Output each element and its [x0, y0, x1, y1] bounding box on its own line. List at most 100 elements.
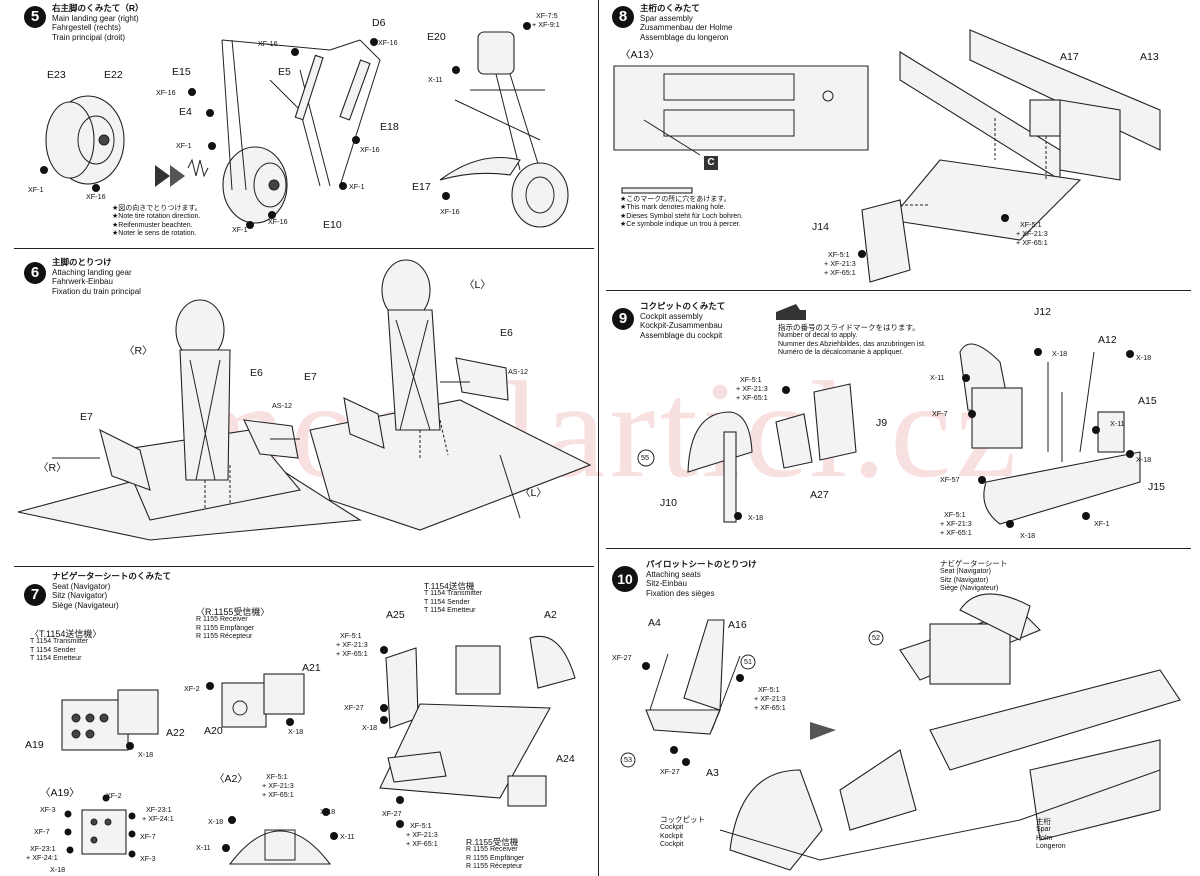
step5-note-fr: ★Noter le sens de rotation.: [112, 230, 197, 238]
label-a27: A27: [810, 489, 829, 501]
cockpit-fr: Cockpit: [660, 841, 684, 849]
paint-xf21-9b: + XF-21:3: [940, 519, 972, 528]
part-j10-panel: [687, 411, 753, 473]
paint-xf1-c: XF-1: [349, 182, 365, 191]
part-a3-seatpan: [645, 709, 721, 735]
step5-title-jp: 右主脚のくみたて（R）: [52, 3, 144, 13]
paint-x18-f: X-18: [320, 807, 336, 816]
paint-xf21-9a: + XF-21:3: [736, 384, 768, 393]
paint-xf21-a: + XF-21:3: [336, 640, 368, 649]
part-e17: [439, 157, 521, 181]
part-e20: [477, 31, 515, 75]
paint-xf5-10a: XF-5:1: [758, 685, 780, 694]
step5-note: ★図の向きでとりつけます。 ★Note tire rotation direct…: [112, 205, 202, 239]
step5-number: 5: [24, 6, 46, 28]
paint-x11: X-11: [428, 75, 443, 84]
decal-55: 55: [641, 453, 649, 462]
paint-xf3-b: XF-3: [140, 854, 156, 863]
paint-xf1-9a: XF-1: [1094, 519, 1110, 528]
divider-step5-6: [14, 248, 594, 249]
paint-xf1-b: XF-1: [176, 141, 192, 150]
label-l-lower: 〈L〉: [520, 487, 547, 499]
paint-xf5-b: XF-5:1: [410, 821, 432, 830]
step9-title-en: Cockpit assembly: [640, 311, 703, 321]
step5-note-de: ★Reifenmuster beachten.: [112, 221, 193, 229]
paint-xf16-a: XF-16: [86, 192, 106, 201]
paint-x18-b: X-18: [288, 727, 304, 736]
cockpit-box: [971, 387, 1023, 449]
a13-topview: [613, 65, 869, 151]
t1154-caption: 〈T.1154送信機〉 T 1154 Transmitter T 1154 Se…: [30, 629, 101, 664]
nav-jp: ナビゲーターシート: [940, 559, 1008, 568]
part-a13-plate: [1059, 99, 1121, 181]
paint-xf65-10a: + XF-65:1: [754, 703, 786, 712]
label-e20: E20: [427, 31, 446, 43]
paint-xf3-a: XF-3: [40, 805, 56, 814]
step6-number: 6: [24, 262, 46, 284]
step5-title-fr: Train principal (droit): [52, 32, 126, 42]
label-e7-left: E7: [304, 371, 317, 383]
step7-number: 7: [24, 584, 46, 606]
label-j9: J9: [876, 417, 888, 429]
label-a25: A25: [386, 609, 405, 621]
label-j10: J10: [660, 497, 677, 509]
paint-as12-right: AS-12: [272, 401, 292, 410]
label-a13: A13: [1140, 51, 1159, 63]
step6-title-fr: Fixation du train principal: [52, 286, 141, 296]
step10-title: パイロットシートのとりつけ Attaching seats Sitz-Einba…: [646, 559, 757, 598]
step8-drawing: [613, 29, 1161, 283]
part-j15: [983, 451, 1141, 525]
label-a2-box: 〈A2〉: [214, 773, 248, 785]
t1154b-jp: T.1154送信機: [424, 581, 475, 591]
decal-instruction: 指示の番号のスライドマークをはります。 Number of decal to a…: [778, 323, 926, 358]
label-j14: J14: [812, 221, 829, 233]
label-e7-right: E7: [80, 411, 93, 423]
part-j10: [723, 431, 737, 523]
paint-xf7-a: XF-7: [34, 827, 50, 836]
step9-title-jp: コクピットのくみたて: [640, 301, 726, 311]
part-j9: [813, 383, 857, 461]
label-e6-right: E6: [250, 367, 263, 379]
paint-xf24-b: + XF-24:1: [142, 814, 174, 823]
step5-section: 5 右主脚のくみたて（R） Main landing gear (right) …: [0, 0, 598, 248]
paint-xf21-c: + XF-21:3: [262, 781, 294, 790]
paint-xf16-b: XF-16: [258, 39, 278, 48]
divider-step6-7: [14, 566, 594, 567]
step8-note-de: ★Dieses Symbol steht für Loch bohren.: [620, 212, 744, 220]
paint-xf23-a: XF-23:1: [30, 844, 56, 853]
paint-xf21-b: + XF-21:3: [406, 830, 438, 839]
step8-section: 8 主桁のくみたて Spar assembly Zusammenbau der …: [600, 0, 1200, 290]
step9-drawing: [637, 304, 1141, 528]
paint-x18-e: X-18: [208, 817, 224, 826]
step10-number: 10: [612, 566, 638, 592]
paint-xf21-8a: + XF-21:3: [1016, 229, 1048, 238]
paint-xf5-9b: XF-5:1: [944, 510, 966, 519]
step5-title: 右主脚のくみたて（R） Main landing gear (right) Fa…: [52, 3, 144, 42]
step10-section: 10 パイロットシートのとりつけ Attaching seats Sitz-Ei…: [600, 550, 1200, 876]
rotation-arrow-icon: [155, 165, 170, 187]
paint-x11-9b: X-11: [1110, 419, 1125, 428]
paint-xf7-5: XF-7:5: [536, 11, 558, 20]
drill-mark-c: C: [704, 156, 718, 170]
wheel-e10: [222, 146, 288, 224]
paint-xf2-b: XF-2: [106, 791, 122, 800]
decal-jp: 指示の番号のスライドマークをはります。: [778, 323, 920, 332]
step8-note: ★このマークの所に穴をあけます。 ★This mark denotes maki…: [620, 196, 743, 230]
wheel-e23-hub: [45, 101, 95, 179]
cockpit-caption: コックピット Cockpit Kockpit Cockpit: [660, 815, 705, 850]
r1155-jp: 〈R.1155受信機〉: [196, 607, 270, 617]
cockpit-de: Kockpit: [660, 832, 683, 840]
paint-x18-a: X-18: [138, 750, 154, 759]
paint-xf65-9b: + XF-65:1: [940, 528, 972, 537]
door-e6-left: [455, 357, 509, 401]
paint-xf5-8a: XF-5:1: [1020, 220, 1042, 229]
step8-title-en: Spar assembly: [640, 13, 693, 23]
part-a17: [1029, 99, 1061, 137]
paint-xf27-a: XF-27: [344, 703, 364, 712]
cockpit-assembly: [729, 769, 823, 871]
step6-title-en: Attaching landing gear: [52, 267, 132, 277]
label-a20: A20: [204, 725, 223, 737]
label-a3: A3: [706, 767, 719, 779]
paint-xf5-9a: XF-5:1: [740, 375, 762, 384]
label-j12: J12: [1034, 306, 1051, 318]
